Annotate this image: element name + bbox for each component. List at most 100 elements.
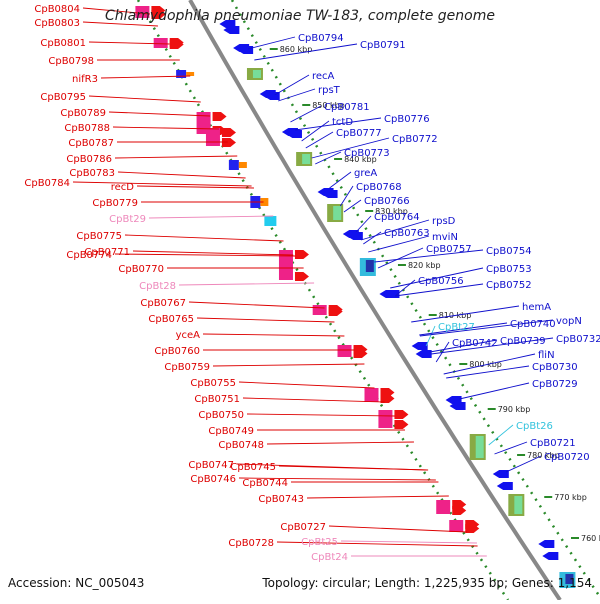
label-leader [394, 279, 416, 297]
scale-tick-label: 830 kbp [375, 207, 408, 216]
label-leaders [72, 7, 554, 557]
label-leader [425, 325, 436, 347]
label-leader [278, 465, 429, 471]
feature-block [278, 250, 293, 280]
right-gene-label: CpB0764 [374, 212, 420, 223]
label-leader [114, 253, 296, 257]
map-title: Chlamydophila pneumoniae TW-183, complet… [105, 8, 495, 24]
left-gene-label: CpB0770 [118, 264, 164, 275]
label-leader [429, 339, 498, 353]
left-gene-label: CpB0743 [258, 494, 304, 505]
left-gene-label: yceA [176, 330, 201, 341]
right-gene-label: recA [312, 71, 335, 82]
left-gene-label: CpB0759 [164, 362, 210, 373]
left-gene-label: CpBt28 [139, 281, 176, 292]
left-gene-label: CpB0798 [48, 56, 94, 67]
feature-block [153, 38, 168, 48]
label-leader [132, 250, 294, 256]
scale-tick-label: 790 kbp [498, 405, 531, 414]
label-leader [395, 283, 484, 297]
left-gene-label: CpB0795 [40, 92, 86, 103]
feature-block [228, 160, 239, 170]
reverse-gene-arrow [492, 470, 509, 478]
label-leader [419, 322, 508, 336]
reverse-gene-arrow [223, 26, 240, 34]
right-gene-label: vopN [556, 316, 582, 327]
label-leader [411, 305, 520, 323]
label-leader [274, 74, 310, 96]
forward-gene-arrow [169, 40, 184, 49]
right-gene-label: CpB0739 [500, 336, 546, 347]
right-gene-label: fliN [538, 350, 555, 361]
left-gene-label: recD [111, 182, 135, 193]
label-leader [136, 185, 254, 189]
label-leader [117, 171, 246, 179]
feature-block [333, 206, 342, 220]
label-leader [276, 541, 478, 547]
left-gene-label: CpB0750 [198, 410, 244, 421]
label-leader [305, 131, 334, 149]
left-gene-label: nifR3 [72, 74, 98, 85]
right-gene-label: CpB0757 [426, 244, 472, 255]
label-leader [374, 249, 484, 263]
feature-block [365, 260, 374, 272]
forward-gene-arrow [452, 506, 467, 515]
label-leader [355, 215, 372, 233]
forward-gene-arrow [394, 420, 409, 429]
label-leader [242, 397, 385, 403]
label-leader [266, 441, 414, 445]
scale-tick-label: 860 kbp [280, 45, 313, 54]
label-leader [390, 267, 484, 289]
feature-block [364, 388, 379, 402]
left-gene-label: CpB0789 [60, 108, 106, 119]
label-leader [196, 317, 335, 323]
right-gene-label: CpB0776 [384, 114, 430, 125]
left-gene-label: CpB0728 [228, 538, 274, 549]
right-gene-label: hemA [522, 302, 551, 313]
label-leader [246, 413, 395, 417]
feature-block [449, 520, 464, 532]
label-leader [212, 363, 365, 367]
label-leader [419, 319, 554, 337]
right-gene-label: rpsT [318, 85, 341, 96]
label-leader [328, 525, 468, 533]
feature-block [514, 496, 523, 514]
label-leader [100, 75, 191, 79]
reverse-gene-arrow [285, 130, 302, 138]
left-gene-label: CpB0744 [242, 478, 288, 489]
label-leader [488, 424, 514, 446]
left-gene-label: CpB0749 [208, 426, 254, 437]
left-gene-label: CpB0747 [188, 460, 234, 471]
left-gene-label: CpBt24 [311, 552, 348, 563]
label-leader [360, 219, 430, 241]
forward-gene-arrow [353, 349, 368, 358]
backbone-line [188, 0, 562, 602]
scale-tick-label: 840 kbp [344, 155, 377, 164]
feature-block [260, 198, 269, 206]
left-gene-label: CpB0779 [92, 198, 138, 209]
right-gene-label: CpB0763 [384, 228, 430, 239]
label-leader [178, 282, 315, 286]
scale-tick-label: 820 kbp [408, 261, 441, 270]
right-gene-label: CpB0729 [532, 379, 578, 390]
left-labels: CpB0804CpB0803CpB0801CpB0798nifR3CpB0795… [24, 4, 348, 563]
left-gene-label: CpB0767 [140, 298, 186, 309]
label-leader [329, 171, 352, 189]
label-leader [339, 185, 354, 207]
feature-block [205, 128, 220, 146]
feature-block [312, 305, 327, 315]
label-leader [315, 151, 342, 165]
forward-gene-arrow [151, 10, 166, 19]
label-leader [301, 120, 330, 142]
right-gene-label: CpB0721 [530, 438, 576, 449]
right-gene-label: CpB0730 [532, 362, 578, 373]
feature-block [186, 72, 195, 76]
label-leader [238, 381, 375, 389]
label-leader [459, 382, 530, 400]
right-gene-label: CpBt26 [516, 421, 553, 432]
forward-gene-arrow [294, 250, 309, 259]
